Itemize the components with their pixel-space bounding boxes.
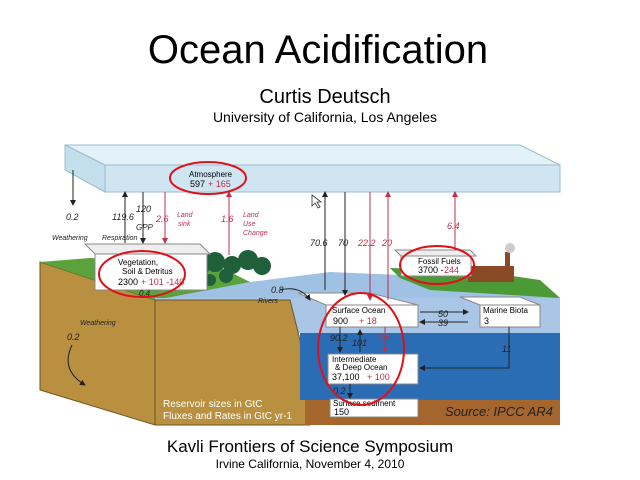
land-use-label-2: Use (243, 221, 256, 228)
vegetation-reservoir: Vegetation, Soil & Detritus 2300 + 101 -… (83, 243, 212, 291)
affiliation: University of California, Los Angeles (212, 109, 438, 125)
surface-ocean-base: 900 (333, 316, 348, 326)
factory-icon (468, 243, 515, 282)
flux-weathering-side: 0.2 (67, 332, 80, 342)
sediment-base: 150 (334, 407, 349, 417)
flux-upwelling: 101 (352, 338, 367, 348)
footer-event: Kavli Frontiers of Science Symposium (166, 437, 454, 456)
flux-ocean-anthro-up: 20 (381, 238, 392, 248)
atmosphere-label: Atmosphere (189, 170, 233, 179)
deep-ocean-change: + 100 (367, 372, 390, 382)
flux-weathering-side-label: Weathering (80, 320, 116, 327)
flux-weathering-top-label: Weathering (52, 235, 88, 242)
land-sink-label-2: sink (178, 221, 191, 228)
marine-biota-base: 3 (484, 316, 489, 326)
surface-ocean-change: + 18 (359, 316, 377, 326)
land-use-label-3: Change (243, 230, 268, 237)
flux-ocean-up: 70.6 (310, 238, 328, 248)
flux-sedimentation: 0.2 (333, 386, 346, 396)
flux-ocean-anthro-down: 22.2 (357, 238, 376, 248)
atmosphere-slab-face (104, 164, 561, 193)
flux-rivers-label: Rivers (258, 298, 278, 305)
vegetation-change: + 101 -140 (141, 277, 184, 287)
flux-land-use: 1.6 (221, 214, 234, 224)
atmosphere-reservoir: Atmosphere 597 + 165 (189, 170, 233, 189)
legend-fluxes: Fluxes and Rates in GtC yr-1 (163, 411, 292, 422)
marine-biota-reservoir: Marine Biota 3 (459, 296, 541, 328)
marine-biota-label: Marine Biota (483, 306, 528, 315)
atmosphere-base: 597 (190, 179, 205, 189)
flux-rivers: 0.8 (271, 285, 284, 295)
mouse-cursor-icon (311, 194, 323, 209)
author-name: Curtis Deutsch (259, 86, 391, 108)
flux-land-sink: 2.6 (155, 214, 169, 224)
flux-to-biota: 50 (438, 309, 448, 319)
anthropogenic-flux-arrows (162, 191, 458, 353)
fossil-base: 3700 - (418, 265, 444, 275)
fossil-change: 244 (444, 265, 459, 275)
flux-downwelling: 90.2 (330, 333, 348, 343)
natural-flux-arrows (67, 170, 510, 399)
flux-fossil-emission: 6.4 (447, 221, 460, 231)
flux-veg-river: 0.4 (139, 289, 151, 298)
sediment-label: Surface sediment (333, 399, 396, 408)
vegetation-label-1: Vegetation, (118, 258, 158, 267)
land-sink-label-1: Land (177, 212, 194, 219)
deep-ocean-reservoir: Intermediate & Deep Ocean 37,100 + 100 (327, 353, 419, 385)
source-label: Source: IPCC AR4 (445, 404, 553, 419)
surface-ocean-reservoir: Surface Ocean 900 + 18 (297, 292, 419, 328)
vegetation-base: 2300 (118, 277, 138, 287)
atmosphere-slab-top (64, 144, 561, 166)
surface-ocean-label: Surface Ocean (332, 306, 385, 315)
land-use-label-1: Land (243, 212, 260, 219)
slide-title: Ocean Acidification (147, 28, 489, 72)
fossil-label: Fossil Fuels (418, 257, 461, 266)
flux-respiration-label: Respiration (102, 235, 138, 242)
flux-gpp-label: GPP (136, 223, 154, 232)
deep-ocean-base: 37,100 (332, 372, 360, 382)
footer-place-date: Irvine California, November 4, 2010 (215, 457, 405, 471)
flux-from-biota: 39 (438, 318, 448, 328)
flux-gpp: 120 (136, 204, 151, 214)
flux-weathering-top: 0.2 (66, 212, 79, 222)
highlight-circles (98, 161, 475, 406)
flux-anthro-deep: 1.6 (378, 332, 391, 342)
atmosphere-change: + 165 (208, 179, 231, 189)
flux-biota-deep: 11 (502, 344, 511, 354)
legend-reservoir: Reservoir sizes in GtC (163, 399, 262, 410)
deep-ocean-label-1: Intermediate (332, 355, 377, 364)
vegetation-label-2: Soil & Detritus (122, 267, 173, 276)
deep-ocean-label-2: & Deep Ocean (335, 363, 387, 372)
flux-respiration: 119.6 (112, 212, 134, 222)
flux-ocean-down: 70 (338, 238, 348, 248)
